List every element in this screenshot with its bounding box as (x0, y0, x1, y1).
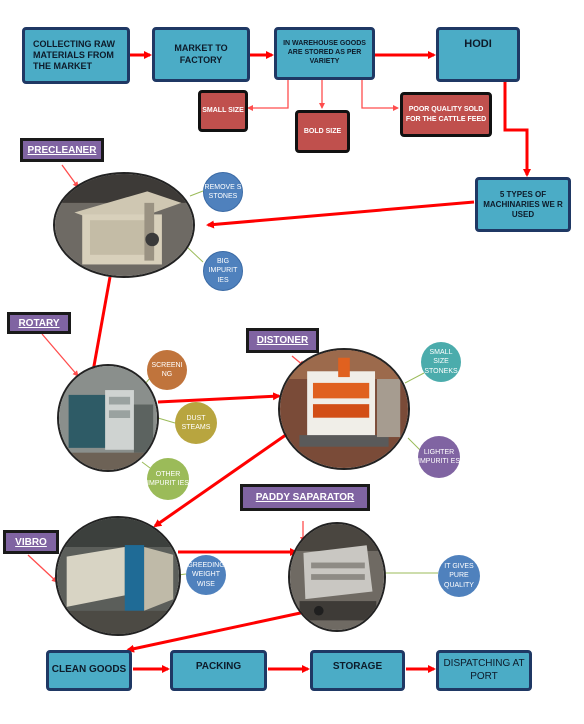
connector-lighter (407, 437, 421, 451)
packing-box: PACKING (170, 650, 267, 691)
greeding-text: GREEDING WEIGHT WISE (187, 562, 225, 588)
arrow-distoner-vibro (153, 430, 291, 528)
removes-stones-circle: REMOVE S STONES (203, 172, 243, 212)
bold-size-box: BOLD SIZE (295, 110, 350, 153)
arrow-warehouse-small (247, 80, 289, 111)
pointer-vibro (27, 554, 58, 583)
small-stones-circle: SMALL SIZE STONEKS (421, 342, 461, 382)
dust-steams-text: DUST STEAMS (181, 414, 211, 431)
connector-dust (157, 417, 176, 424)
big-impurities-text: BIG IMPURIT IES (208, 258, 238, 284)
removes-stones-text: REMOVE S STONES (204, 183, 242, 200)
precleaner-label: PRECLEANER (20, 138, 104, 162)
precleaner-photo (53, 172, 195, 278)
hodi-text: HODI (464, 38, 492, 50)
big-impurities-circle: BIG IMPURIT IES (203, 251, 243, 291)
poor-quality-box: POOR QUALITY SOLD FOR THE CATTLE FEED (400, 92, 492, 137)
connector-small-stones (404, 372, 425, 384)
arrow-warehouse-poor (361, 80, 399, 111)
distoner-photo (278, 348, 410, 470)
paddy-separator-label: PADDY SAPARATOR (240, 484, 370, 511)
machinery-box: 5 TYPES OF MACHINARIES WE R USED (475, 177, 571, 232)
other-impurities-text: OTHER IMPURIT IES (147, 470, 189, 487)
dispatching-text: DISPATCHING AT PORT (443, 658, 525, 682)
rotary-photo (57, 364, 159, 472)
rotary-label: ROTARY (7, 312, 71, 334)
lighter-impurities-text: LIGHTER IMPURITI ES (418, 448, 461, 465)
hodi-box: HODI (436, 27, 520, 82)
pure-quality-text: IT GIVES PURE QUALITY (444, 563, 474, 589)
arrow-hodi-machinery (503, 82, 531, 177)
precleaner-text: PRECLEANER (27, 144, 97, 156)
vibro-photo (55, 516, 181, 636)
rotary-text: ROTARY (18, 317, 60, 329)
arrow-paddy-clean (126, 610, 306, 653)
screening-text: SCREENI NG (151, 361, 183, 378)
packing-text: PACKING (195, 661, 242, 672)
paddy-separator-text: PADDY SAPARATOR (255, 492, 355, 503)
pointer-precleaner (61, 164, 79, 188)
arrow-precleaner-rotary (89, 276, 112, 379)
poor-quality-text: POOR QUALITY SOLD FOR THE CATTLE FEED (405, 105, 487, 123)
distoner-text: DISTONER (256, 335, 309, 346)
market-box: MARKET TO FACTORY (152, 27, 250, 82)
pure-quality-circle: IT GIVES PURE QUALITY (438, 555, 480, 597)
storage-text: STORAGE (332, 661, 383, 672)
distoner-label: DISTONER (246, 328, 319, 353)
market-text: MARKET TO FACTORY (174, 43, 228, 65)
collect-text: COLLECTING RAW MATERIALS FROM THE MARKET (33, 38, 115, 72)
small-stones-text: SMALL SIZE STONEKS (424, 349, 458, 375)
paddy-separator-photo (288, 522, 386, 632)
small-size-text: SMALL SIZE (202, 107, 244, 115)
clean-goods-text: CLEAN GOODS (51, 664, 127, 676)
dispatching-box: DISPATCHING AT PORT (436, 650, 532, 691)
connector-big (185, 245, 204, 263)
vibro-label: VIBRO (3, 530, 59, 554)
connector-other (141, 461, 151, 469)
other-impurities-circle: OTHER IMPURIT IES (147, 458, 189, 500)
machinery-text: 5 TYPES OF MACHINARIES WE R USED (483, 189, 563, 219)
connector-removes (189, 190, 204, 197)
vibro-text: VIBRO (15, 536, 47, 548)
pointer-rotary (41, 333, 79, 377)
clean-goods-box: CLEAN GOODS (46, 650, 132, 691)
storage-box: STORAGE (310, 650, 405, 691)
dust-steams-circle: DUST STEAMS (175, 402, 217, 444)
bold-size-text: BOLD SIZE (303, 127, 342, 135)
warehouse-box: IN WAREHOUSE GOODS ARE STORED AS PER VAR… (274, 27, 375, 80)
greeding-circle: GREEDING WEIGHT WISE (186, 555, 226, 595)
arrow-rotary-distoner (157, 392, 281, 404)
screening-circle: SCREENI NG (147, 350, 187, 390)
warehouse-text: IN WAREHOUSE GOODS ARE STORED AS PER VAR… (283, 40, 366, 65)
arrow-machinery-precleaner (206, 200, 475, 229)
lighter-impurities-circle: LIGHTER IMPURITI ES (418, 436, 460, 478)
small-size-box: SMALL SIZE (198, 90, 248, 132)
collect-box: COLLECTING RAW MATERIALS FROM THE MARKET (22, 27, 130, 84)
